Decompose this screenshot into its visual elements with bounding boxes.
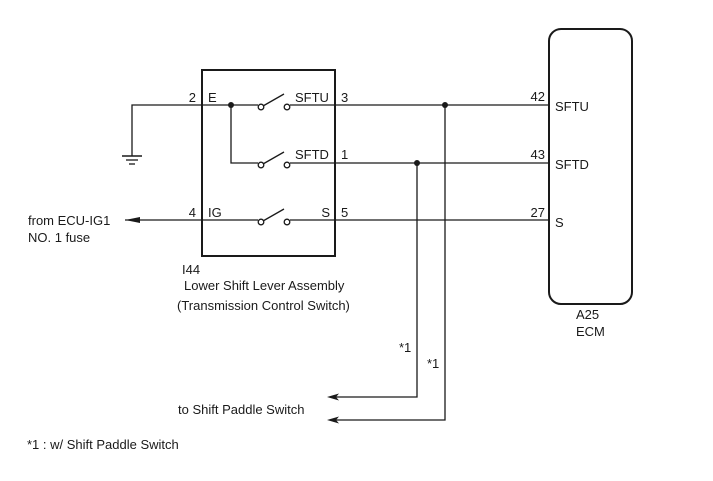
e-to-sftd-wire (230, 105, 258, 164)
pin-label-e: E (208, 90, 217, 105)
ig-switch-icon (257, 208, 291, 226)
power-source-line1: from ECU-IG1 (28, 213, 111, 228)
branch-note-sftu: *1 (427, 356, 440, 371)
pin-number-3: 3 (341, 90, 349, 105)
pin-label-sftu: SFTU (295, 90, 329, 105)
pin-number-2: 2 (188, 90, 196, 105)
ecm-pin-number-42: 42 (530, 89, 545, 104)
pin-label-s: S (321, 205, 330, 220)
ecm-pin-label-s: S (555, 215, 564, 230)
pin-number-4: 4 (188, 205, 196, 220)
ecm-pin-number-43: 43 (530, 147, 545, 162)
junction-dot-sftd (414, 160, 420, 166)
sftd-branch-wire (332, 163, 418, 398)
paddle-arrow-icon-2 (327, 416, 339, 424)
ground-wire (131, 104, 202, 156)
ground-icon (122, 155, 142, 165)
ecm-code: A25 (576, 307, 600, 322)
power-source-line2: NO. 1 fuse (28, 230, 91, 245)
ecm-pin-label-sftu: SFTU (555, 99, 589, 114)
pin-number-5: 5 (341, 205, 349, 220)
sftu-switch-icon (257, 93, 291, 111)
sftu-branch-wire (332, 105, 446, 421)
branch-destination-label: to Shift Paddle Switch (178, 402, 305, 417)
switch-component-subtitle: (Transmission Control Switch) (177, 298, 350, 313)
switch-component-name: Lower Shift Lever Assembly (184, 278, 345, 293)
junction-dot-sftu (442, 102, 448, 108)
pin-number-1: 1 (341, 147, 349, 162)
branch-note-sftd: *1 (399, 340, 412, 355)
ecm-pin-number-27: 27 (530, 205, 545, 220)
junction-dot-e (228, 102, 234, 108)
ecm-name: ECM (576, 324, 605, 339)
pin-label-ig: IG (208, 205, 222, 220)
sftd-switch-icon (257, 151, 291, 169)
power-input-arrow-icon (125, 217, 140, 223)
ecm-box (548, 28, 633, 305)
ecm-pin-label-sftd: SFTD (555, 157, 589, 172)
footnote: *1 : w/ Shift Paddle Switch (27, 437, 179, 452)
paddle-arrow-icon-1 (327, 393, 339, 401)
switch-component-code: I44 (182, 262, 201, 277)
pin-label-sftd: SFTD (295, 147, 329, 162)
